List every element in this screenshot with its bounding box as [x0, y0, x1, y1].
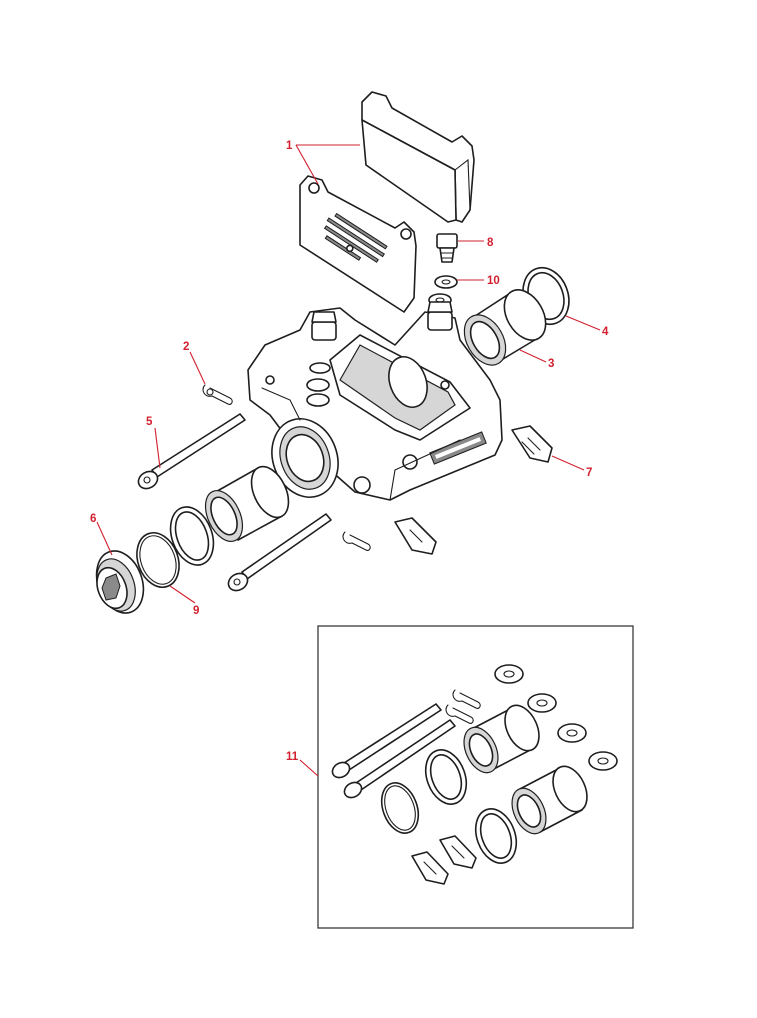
- callout-label-3: 3: [548, 358, 554, 370]
- callout-label-10: 10: [487, 275, 500, 287]
- callout-label-11: 11: [286, 751, 299, 763]
- kit-piston-upper: [463, 704, 540, 774]
- r-clip-left: [202, 384, 233, 405]
- callout-label-2: 2: [183, 341, 189, 353]
- repair-kit-box: [317, 625, 634, 929]
- piston-top: [463, 289, 547, 366]
- callout-label-8: 8: [487, 237, 494, 249]
- bleed-screw-top: [436, 233, 458, 263]
- caliper-body: [247, 301, 503, 501]
- bleed-screw-center: [394, 517, 437, 555]
- pad-pin-upper: [137, 413, 246, 490]
- callout-3: 3: [519, 349, 554, 370]
- callout-5: 5: [146, 416, 161, 469]
- callout-1: 1: [286, 140, 360, 185]
- kit-r-clips: [445, 689, 481, 724]
- callout-label-7: 7: [586, 467, 592, 479]
- callout-7: 7: [551, 455, 592, 479]
- brake-pad-front: [299, 175, 417, 313]
- callout-label-1: 1: [286, 140, 293, 152]
- seal-ring-lower: [169, 506, 215, 566]
- kit-o-ring: [380, 782, 420, 834]
- callout-label-6: 6: [90, 513, 96, 525]
- kit-bleed-screws: [411, 835, 477, 885]
- kit-seal-rings: [424, 749, 518, 864]
- o-ring: [136, 532, 180, 588]
- kit-washers: [494, 664, 618, 771]
- pad-pin-lower: [227, 513, 332, 592]
- callout-8: 8: [458, 237, 494, 249]
- callout-label-9: 9: [193, 605, 199, 617]
- callout-2: 2: [183, 341, 206, 385]
- kit-pad-pins: [331, 703, 456, 799]
- piston-lower: [204, 465, 290, 542]
- bleed-screw-right: [511, 425, 553, 463]
- brake-pad-rear: [361, 91, 475, 223]
- kit-piston-lower: [511, 765, 588, 835]
- callout-label-5: 5: [146, 416, 153, 428]
- callout-6: 6: [90, 513, 113, 556]
- pad-stamped-lettering: [323, 212, 388, 263]
- callout-label-4: 4: [602, 326, 609, 338]
- callout-4: 4: [565, 315, 609, 338]
- end-cap: [95, 550, 145, 614]
- callout-11: 11: [286, 751, 319, 777]
- callout-10: 10: [457, 275, 500, 287]
- callout-9: 9: [169, 585, 199, 617]
- r-clip-center: [342, 531, 371, 551]
